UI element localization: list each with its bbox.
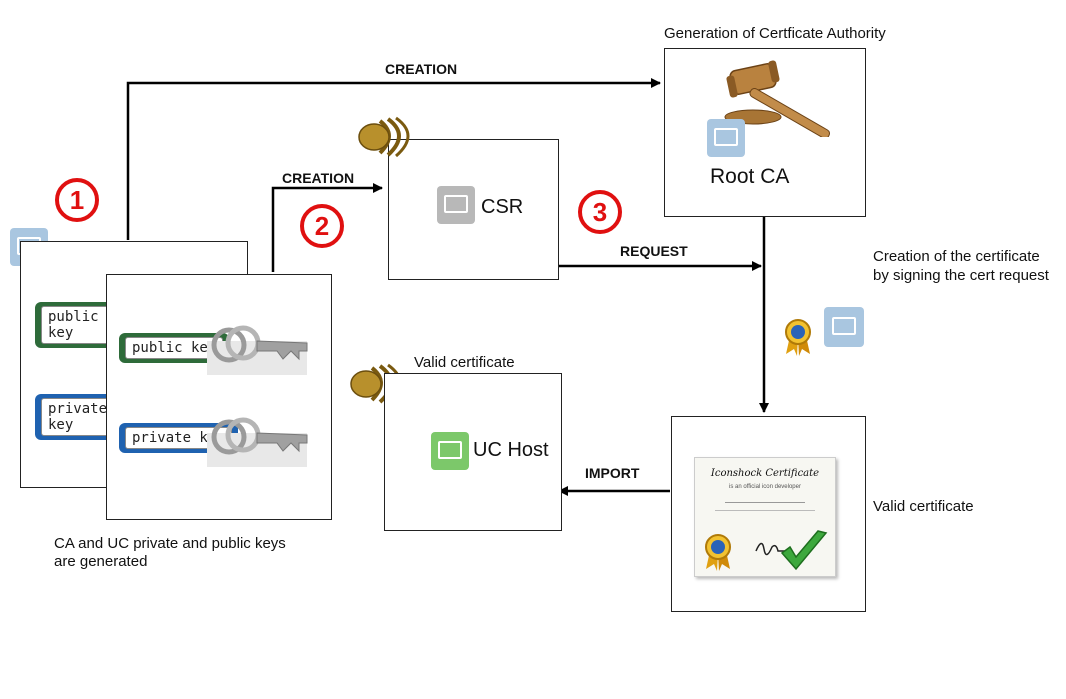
certificate-icon <box>824 307 864 347</box>
key-icon <box>207 325 308 375</box>
certificate-subtitle: is an official icon developer <box>729 484 801 490</box>
arrow-creation-top <box>126 78 661 240</box>
key-icon <box>207 417 308 467</box>
keys-generated-caption-line1: CA and UC private and public keys <box>54 535 286 552</box>
medal-icon <box>705 534 731 571</box>
root-ca-label: Root CA <box>710 165 790 188</box>
medal-icon <box>785 319 811 356</box>
creation-mid-label: CREATION <box>282 170 355 186</box>
creation-top-label: CREATION <box>385 61 458 77</box>
private-key-label: private key <box>125 427 232 449</box>
csr-label: CSR <box>481 196 524 218</box>
certificate-title: Iconshock Certificate <box>710 468 820 479</box>
certificate-icon <box>707 119 745 157</box>
arrow-creation-mid <box>271 183 383 272</box>
root-ca-box: Root CA <box>664 48 866 217</box>
gavel-icon <box>724 60 830 137</box>
certificate-line <box>725 502 805 503</box>
request-label: REQUEST <box>620 243 688 259</box>
server-signal-icon <box>358 116 410 158</box>
signature-icon <box>755 542 790 556</box>
uc-keys-box: public key private key <box>106 274 332 520</box>
public-key-label: public key <box>125 337 224 359</box>
valid-certificate-label: Valid certificate <box>873 498 974 515</box>
keys-generated-caption-line2: are generated <box>54 553 148 570</box>
step-2-badge: 2 <box>300 204 344 248</box>
step-1-badge: 1 <box>55 178 99 222</box>
signing-caption-line1: Creation of the certificate <box>873 248 1040 265</box>
csr-box: CSR <box>388 139 559 280</box>
uc-host-box: UC Host <box>384 373 562 531</box>
csr-document-icon <box>437 186 475 224</box>
uc-host-label: UC Host <box>473 439 549 461</box>
valid-certificate-label: Valid certificate <box>414 354 515 371</box>
certificate-line <box>715 510 815 511</box>
step-3-badge: 3 <box>578 190 622 234</box>
generation-ca-label: Generation of Certficate Authority <box>664 25 886 42</box>
signing-caption-line2: by signing the cert request <box>873 267 1049 284</box>
uc-host-certificate-icon <box>431 432 469 470</box>
issued-certificate-box: Iconshock Certificate is an official ico… <box>671 416 866 612</box>
import-label: IMPORT <box>585 465 640 481</box>
checkmark-icon <box>780 530 828 571</box>
